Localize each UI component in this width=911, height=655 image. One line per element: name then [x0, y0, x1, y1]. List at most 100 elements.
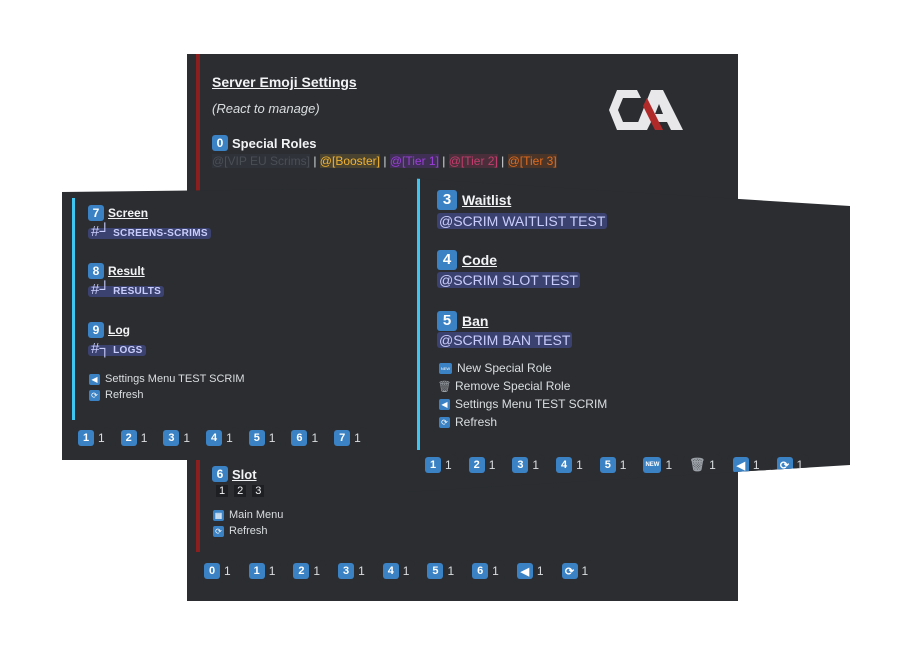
settings-menu-button[interactable]: ◀ Settings Menu TEST SCRIM — [439, 396, 607, 412]
number-0-icon: 0 — [204, 563, 220, 579]
remove-special-role-button[interactable]: 🗑 Remove Special Role — [437, 378, 607, 394]
code-role[interactable]: @SCRIM SLOT TEST — [437, 272, 580, 288]
reaction-count: 1 — [709, 458, 716, 472]
number-3-icon: 3 — [338, 563, 355, 579]
channel-hash-icon: #┐ — [91, 340, 110, 357]
reaction-count: 1 — [752, 458, 760, 472]
reaction-count: 1 — [796, 458, 804, 472]
reaction-count: 1 — [447, 564, 455, 578]
trash-icon: 🗑 — [437, 380, 452, 393]
refresh-icon: ⟳ — [213, 525, 224, 537]
reaction-count: 1 — [140, 431, 148, 445]
channel-name: LOGS — [113, 345, 143, 356]
number-5-icon: 5 — [248, 430, 265, 446]
embed-accent-bar — [417, 178, 420, 450]
ban-role[interactable]: @SCRIM BAN TEST — [437, 332, 573, 348]
code-label: Code — [462, 252, 497, 268]
back-arrow-icon: ◀ — [439, 398, 450, 410]
settings-menu-button[interactable]: ◀ Settings Menu TEST SCRIM — [89, 371, 245, 387]
result-channel[interactable]: #┘ RESULTS — [88, 281, 165, 299]
refresh-button[interactable]: ⟳ Refresh — [89, 387, 245, 403]
reaction-count: 1 — [183, 431, 191, 445]
new-special-role-button[interactable]: NEW New Special Role — [439, 360, 607, 376]
role-vip[interactable]: @[VIP EU Scrims] — [212, 154, 310, 168]
channel-name: RESULTS — [113, 286, 162, 297]
role-tier3[interactable]: @[Tier 3] — [507, 154, 557, 168]
refresh-button[interactable]: ⟳ Refresh — [439, 414, 607, 430]
screen-channel[interactable]: #┘ SCREENS-SCRIMS — [88, 223, 211, 241]
reaction-back[interactable]: ◀1 — [726, 454, 766, 476]
special-roles-list: @[VIP EU Scrims] | @[Booster] | @[Tier 1… — [212, 153, 592, 170]
log-channel[interactable]: #┐ LOGS — [88, 340, 146, 358]
button-label: Refresh — [455, 415, 498, 429]
number-1-icon: 1 — [425, 457, 441, 473]
reaction-refresh[interactable]: ⟳1 — [555, 560, 595, 582]
channel-name: SCREENS-SCRIMS — [113, 228, 208, 239]
embed-subtitle: (React to manage) — [212, 101, 320, 116]
number-5-icon: 5 — [427, 563, 444, 579]
number-7-icon: 7 — [88, 205, 104, 221]
number-0-icon: 0 — [212, 135, 228, 151]
reaction-refresh[interactable]: ⟳1 — [770, 454, 810, 476]
reaction-count: 1 — [402, 564, 410, 578]
number-3-icon: 3 — [437, 190, 457, 210]
reaction-count: 1 — [98, 431, 105, 445]
slot-value: 2 — [234, 485, 247, 497]
waitlist-role[interactable]: @SCRIM WAITLIST TEST — [437, 213, 608, 229]
refresh-button[interactable]: ⟳ Refresh — [213, 523, 283, 539]
main-menu-button[interactable]: ▦ Main Menu — [213, 507, 283, 523]
reaction-trash[interactable]: 🗑1 — [683, 454, 722, 476]
role-mention: @SCRIM BAN TEST — [437, 332, 573, 348]
reaction-back[interactable]: ◀1 — [510, 560, 550, 582]
number-9-icon: 9 — [88, 322, 104, 338]
slot-value: 3 — [252, 485, 265, 497]
number-3-icon: 3 — [163, 430, 180, 446]
number-4-icon: 4 — [556, 457, 573, 473]
role-tier1[interactable]: @[Tier 1] — [389, 154, 439, 168]
reaction-count: 1 — [492, 564, 499, 578]
button-label: Refresh — [105, 389, 144, 401]
role-separator: | — [383, 154, 387, 168]
number-6-icon: 6 — [212, 466, 228, 482]
log-heading: 9 Log — [88, 322, 130, 338]
button-label: Settings Menu TEST SCRIM — [105, 373, 245, 385]
screen-label: Screen — [108, 206, 149, 220]
number-2-icon: 2 — [120, 430, 137, 446]
number-1-icon: 1 — [248, 563, 265, 579]
reaction-count: 1 — [268, 564, 276, 578]
number-8-icon: 8 — [88, 263, 104, 279]
trash-icon: 🗑 — [688, 457, 706, 472]
result-heading: 8 Result — [88, 263, 145, 279]
button-label: Settings Menu TEST SCRIM — [455, 397, 608, 411]
role-tier2[interactable]: @[Tier 2] — [448, 154, 498, 168]
refresh-icon: ⟳ — [89, 389, 100, 401]
waitlist-label: Waitlist — [462, 192, 512, 208]
new-icon: NEW — [643, 457, 662, 473]
embed-title: Server Emoji Settings — [212, 74, 357, 90]
role-booster[interactable]: @[Booster] — [319, 154, 381, 168]
refresh-icon: ⟳ — [439, 416, 450, 428]
number-3-icon: 3 — [512, 457, 529, 473]
waitlist-heading: 3 Waitlist — [437, 190, 511, 210]
